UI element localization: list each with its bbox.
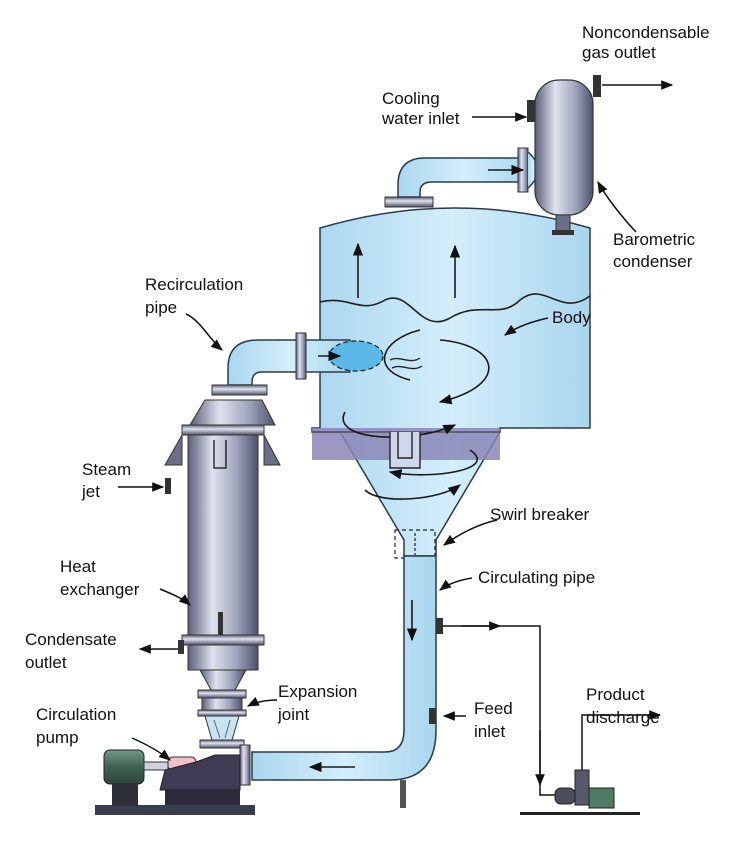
- label-condensate-outlet: Condensate outlet: [25, 630, 121, 672]
- label-heat-exchanger: Heat exchanger: [60, 557, 140, 599]
- label-barometric-condenser: Barometric condenser: [613, 230, 700, 271]
- label-steam-jet: Steam jet: [81, 460, 136, 501]
- barometric-condenser: [527, 75, 601, 235]
- leader-circulating-pipe: [439, 577, 473, 591]
- label-circulating-pipe: Circulating pipe: [478, 568, 595, 587]
- label-swirl-breaker: Swirl breaker: [490, 505, 590, 524]
- label-recirculation-pipe: Recirculation pipe: [145, 275, 248, 317]
- product-discharge-assembly: [443, 621, 662, 815]
- leader-heat-exchanger: [159, 588, 191, 606]
- leader-swirl-breaker: [443, 519, 498, 546]
- label-product-discharge: Product discharge: [586, 685, 660, 727]
- label-cooling-water-inlet: Cooling water inlet: [381, 89, 460, 128]
- leader-body: [504, 317, 549, 336]
- circulation-pump: [95, 749, 255, 815]
- circulating-pipe: [239, 555, 443, 808]
- heat-exchanger: [164, 384, 281, 749]
- leader-condenser: [597, 180, 637, 233]
- label-feed-inlet: Feed inlet: [474, 699, 517, 741]
- leader-recirculation: [185, 313, 223, 351]
- label-circulation-pump: Circulation pump: [36, 705, 121, 747]
- evaporator-body: [311, 196, 591, 559]
- label-expansion-joint: Expansion joint: [277, 682, 362, 724]
- recirculation-pipe: [227, 332, 384, 386]
- label-noncondensable-gas-outlet: Noncondensable gas outlet: [582, 23, 714, 62]
- liquid-surface: [319, 293, 591, 323]
- leader-expansion-joint: [246, 696, 278, 707]
- label-body: Body: [552, 308, 591, 327]
- vapour-line: [397, 147, 539, 198]
- top-flange: [384, 196, 434, 208]
- leader-circulation-pump: [131, 737, 171, 761]
- u-baffle: [389, 432, 421, 469]
